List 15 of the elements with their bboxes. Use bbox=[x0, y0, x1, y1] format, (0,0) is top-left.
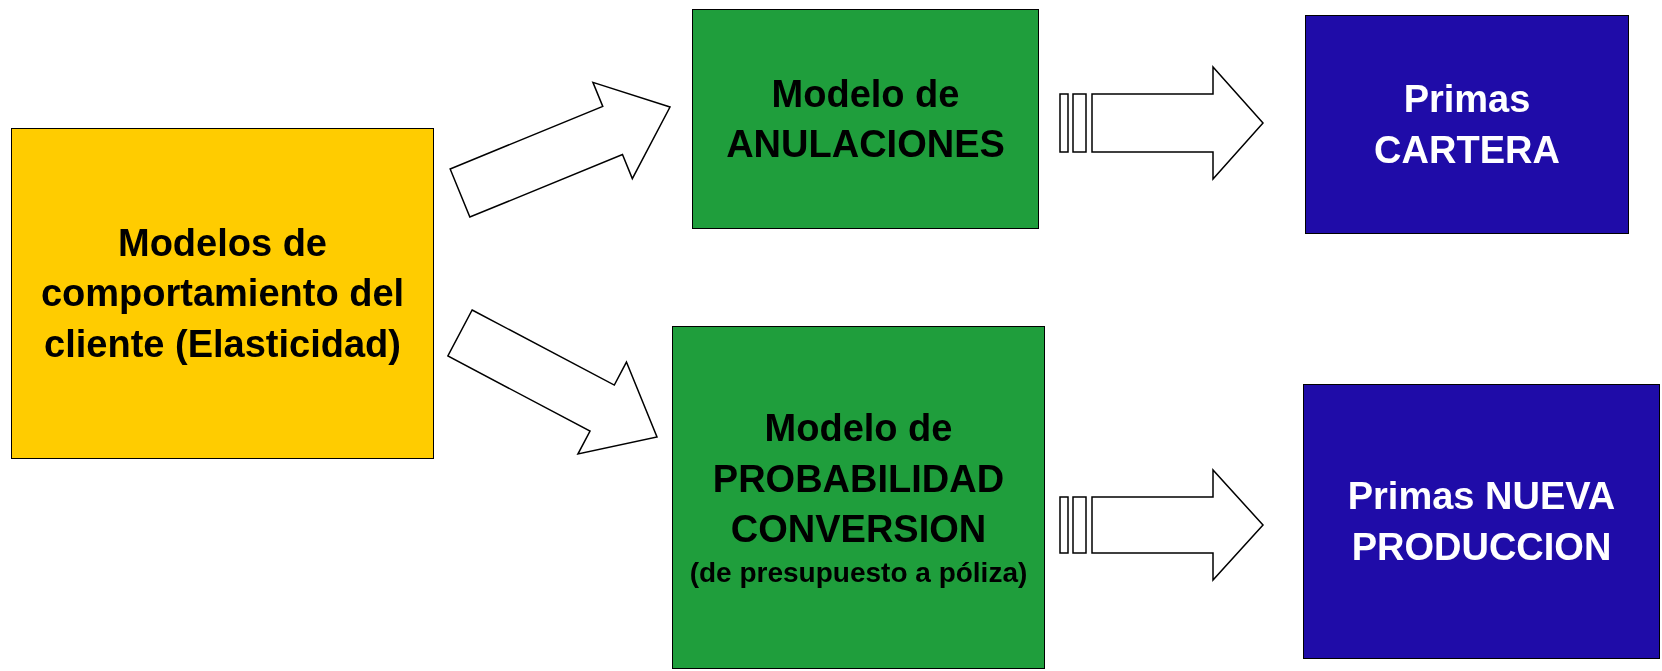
process-box bbox=[1303, 384, 1660, 659]
block-arrow bbox=[449, 81, 672, 219]
box-label: Modelo de PROBABILIDAD CONVERSION bbox=[711, 406, 1006, 552]
block-arrow bbox=[1059, 65, 1264, 181]
block-arrow bbox=[1059, 468, 1264, 582]
process-box bbox=[692, 9, 1039, 229]
box-label: Primas NUEVA PRODUCCION bbox=[1346, 474, 1617, 570]
box-label: Modelo de ANULACIONES bbox=[725, 71, 1006, 167]
process-box bbox=[672, 326, 1045, 669]
box-label: Modelos de comportamiento del cliente (Elasticidad) bbox=[39, 221, 406, 367]
process-box bbox=[1305, 15, 1629, 234]
process-box bbox=[11, 128, 434, 459]
box-note: (de presupuesto a póliza) bbox=[689, 555, 1028, 590]
block-arrow bbox=[446, 309, 659, 456]
box-label: Primas CARTERA bbox=[1373, 77, 1561, 173]
